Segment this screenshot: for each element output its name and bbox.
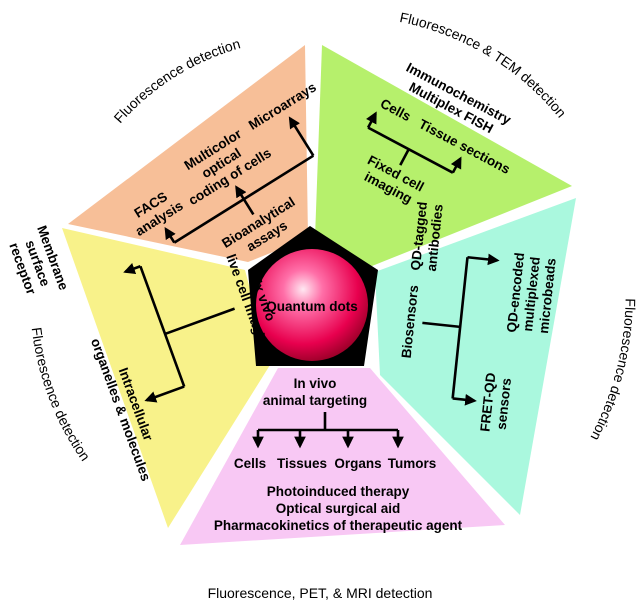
outer-label-left: Fluorescence detection	[29, 326, 94, 463]
segment-live-cell	[62, 228, 270, 528]
arrow-intracellular	[144, 385, 185, 403]
segment-fixed-cell	[315, 45, 572, 266]
item-tissues: Tissues	[277, 456, 327, 471]
arrow-microbeads	[467, 253, 500, 266]
item-sensors: sensors	[494, 377, 514, 430]
outer-label-right: Fluorescence detection	[588, 298, 639, 443]
item-qd-tagged: QD-tagged	[408, 201, 430, 271]
item-organs: Organs	[334, 456, 381, 471]
item-pharmacokinetics: Pharmacokinetics of therapeutic agent	[214, 518, 463, 533]
segment-in-vivo	[180, 368, 505, 545]
arrow-cells	[366, 111, 377, 129]
item-photoinduced-therapy: Photoinduced therapy	[267, 484, 410, 499]
arrow-optical	[235, 185, 247, 200]
item-tumors: Tumors	[388, 456, 437, 471]
item-cells: Cells	[234, 456, 266, 471]
arrow-fret	[452, 393, 477, 406]
item-optical-surgical-aid: Optical surgical aid	[276, 501, 401, 516]
arrow-facs	[164, 227, 176, 244]
tree-connector	[422, 257, 469, 399]
segment-biosensors	[375, 198, 576, 515]
item-animal-targeting: animal targeting	[263, 393, 367, 408]
quantum-dot-sphere	[256, 249, 368, 361]
item-antibodies: antibodies	[424, 203, 446, 272]
center-label: Quantum dots	[266, 299, 358, 314]
arrow-membrane	[123, 263, 141, 275]
bottom-content: In vivo animal targeting Cells Tissues O…	[214, 376, 463, 533]
arrow-tissue	[450, 156, 462, 174]
tree-connector	[258, 412, 398, 432]
item-in-vivo: In vivo	[294, 376, 337, 391]
item-fret-qd: FRET-QD	[477, 372, 498, 433]
tree-connector	[367, 126, 454, 174]
tree-connector	[139, 265, 236, 387]
arrow-microarrays	[288, 116, 315, 157]
outer-label-bottom: Fluorescence, PET, & MRI detection	[208, 585, 433, 601]
